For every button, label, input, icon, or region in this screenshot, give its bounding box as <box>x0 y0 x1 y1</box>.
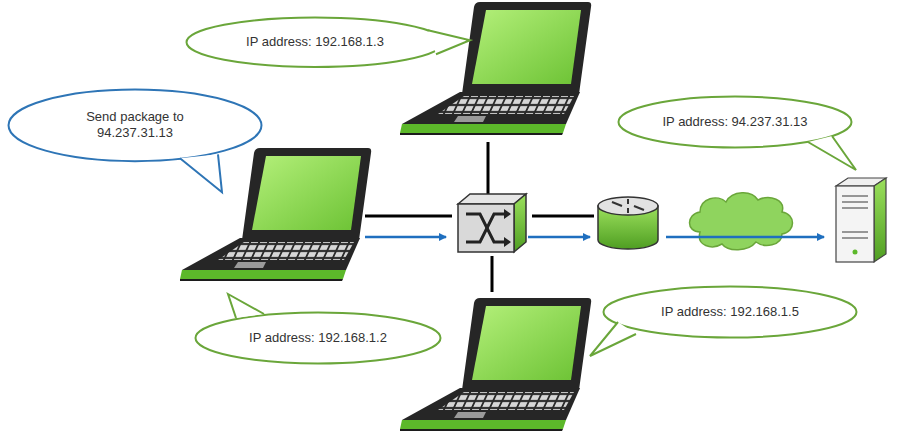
wires-part <box>365 215 452 218</box>
wires-part <box>532 215 594 218</box>
switch-icon-part <box>514 194 526 252</box>
bubble-ellipse <box>9 89 262 161</box>
data-flow-arrows-part <box>666 236 824 239</box>
internet-cloud <box>690 193 793 250</box>
bubble-tail <box>590 322 636 356</box>
callout-bubble: IP address: 94.237.31.13 <box>617 95 853 149</box>
internet-cloud-part <box>690 193 793 250</box>
data-flow-arrows-part <box>528 236 590 239</box>
bubble-ellipse <box>196 313 441 364</box>
switch-icon-part <box>466 214 504 242</box>
bubble-tail-fill <box>228 294 264 318</box>
bubble-text-area: IP address: 192.168.1.2 <box>194 311 442 365</box>
ip-label: IP address: 192.168.1.2 <box>249 330 387 346</box>
laptop-top <box>400 2 591 135</box>
bubble-tail <box>180 154 222 192</box>
wires-part <box>487 142 490 194</box>
bubble-ellipse <box>604 287 857 338</box>
bubble-text-area: IP address: 94.237.31.13 <box>617 95 853 149</box>
bubble-tail-fill <box>808 136 856 170</box>
bubble-tail <box>808 136 856 170</box>
bubble-text-area: IP address: 192.168.1.5 <box>602 285 858 339</box>
callout-bubble: Send package to 94.237.31.13 <box>7 88 263 163</box>
ip-label: Send package to 94.237.31.13 <box>73 109 198 141</box>
data-flow-arrows <box>365 236 824 239</box>
bubble-tail-fill <box>428 30 470 54</box>
bubble-ellipse <box>187 17 444 66</box>
server-icon-part-part <box>842 195 868 197</box>
data-flow-arrows-part <box>365 236 446 239</box>
server-icon-part-part <box>842 207 868 209</box>
server-icon-part-part <box>842 237 868 239</box>
switch-icon-part <box>504 209 511 247</box>
router-icon-part <box>612 199 644 213</box>
server-icon-part <box>874 178 886 262</box>
wires <box>365 142 594 292</box>
laptop-bottom <box>400 298 591 431</box>
bubble-text-area: Send package to 94.237.31.13 <box>7 88 263 163</box>
laptop-sender <box>180 148 371 281</box>
bubble-ellipse <box>619 97 852 148</box>
bubble-tail <box>428 30 470 54</box>
router-icon-part-part <box>612 199 644 213</box>
callout-bubble: IP address: 192.168.1.2 <box>194 311 442 365</box>
callout-bubble: IP address: 192.168.1.3 <box>185 16 445 68</box>
bubble-tail-fill <box>180 154 222 192</box>
server-icon-part <box>853 250 858 255</box>
router-icon-part <box>598 197 658 215</box>
switch-icon-part-part <box>466 214 504 242</box>
ip-label: IP address: 94.237.31.13 <box>662 114 807 130</box>
bubble-text-area: IP address: 192.168.1.3 <box>185 16 445 68</box>
bubble-tail <box>228 294 264 318</box>
server-icon-part-part <box>842 201 868 203</box>
switch-icon <box>458 194 526 252</box>
server-icon-part <box>836 186 874 262</box>
router-icon <box>598 197 658 249</box>
server-icon <box>836 178 886 262</box>
ip-label: IP address: 192.168.1.3 <box>246 34 384 50</box>
callout-bubble: IP address: 192.168.1.5 <box>602 285 858 339</box>
server-icon-part <box>842 196 868 238</box>
bubble-tail-fill <box>590 322 636 356</box>
ip-label: IP address: 192.168.1.5 <box>661 304 799 320</box>
switch-icon-part <box>458 204 514 252</box>
switch-icon-part-part <box>466 214 504 242</box>
wires-part <box>491 256 494 292</box>
server-icon-part-part <box>842 231 868 233</box>
